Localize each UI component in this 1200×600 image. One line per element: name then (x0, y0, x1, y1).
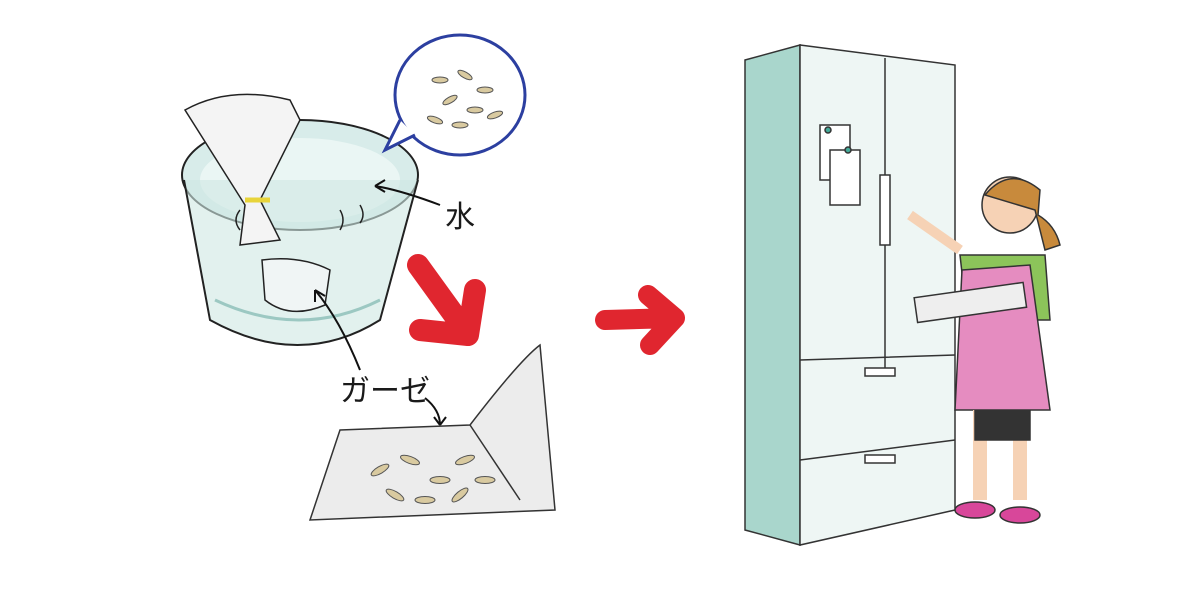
gauze-label: ガーゼ (340, 374, 430, 409)
arrow-right-icon (595, 285, 685, 355)
gauze-bag-icon (183, 93, 331, 313)
gauze-sheet (308, 343, 556, 521)
arrow-down-right-icon (407, 254, 486, 346)
refrigerator (744, 44, 956, 546)
seeds-bubble (381, 33, 527, 157)
girl-figure (907, 176, 1061, 524)
water-label: 水 (445, 200, 475, 235)
leader-lines (314, 179, 447, 426)
